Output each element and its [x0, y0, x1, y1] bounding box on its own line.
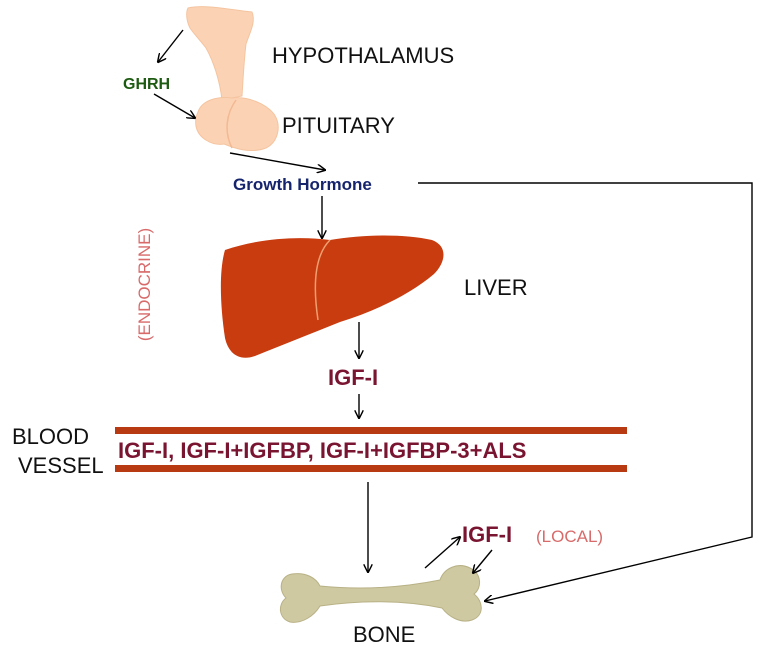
arrow-ghrh-to-pituitary: [153, 93, 195, 118]
arrow-growth-hormone-to-bone: [418, 182, 753, 601]
arrow-local-igf-to-bone: [473, 549, 493, 573]
bone-label: BONE: [353, 622, 416, 647]
arrow-hypothalamus-to-ghrh: [158, 29, 184, 62]
vessel-content-label: IGF-I, IGF-I+IGFBP, IGF-I+IGFBP-3+ALS: [118, 438, 527, 463]
ghrh-label: GHRH: [123, 76, 171, 93]
local-label: (LOCAL): [536, 527, 604, 546]
vessel-wall-bottom: [115, 465, 627, 472]
growth-hormone-label: Growth Hormone: [233, 175, 372, 194]
hypothalamus-pituitary-shape: [186, 6, 279, 151]
liver-label: LIVER: [464, 275, 528, 300]
liver-shape: [220, 235, 444, 358]
igf-liver-label: IGF-I: [328, 365, 379, 390]
hypothalamus-shape: [186, 6, 254, 101]
pituitary-shape: [195, 97, 279, 151]
vessel-wall-top: [115, 427, 627, 434]
igf-local-label: IGF-I: [462, 522, 513, 547]
hypothalamus-label: HYPOTHALAMUS: [272, 43, 455, 68]
bone-shape: [280, 565, 482, 623]
arrows: [153, 29, 753, 601]
endocrine-label: (ENDOCRINE): [135, 227, 155, 342]
arrow-pituitary-to-growth-hormone: [229, 152, 325, 170]
blood-vessel-label-line1: BLOOD: [12, 424, 90, 449]
blood-vessel-label-line2: VESSEL: [18, 453, 104, 478]
arrow-bone-to-local-igf: [424, 537, 460, 569]
pituitary-label: PITUITARY: [282, 113, 395, 138]
